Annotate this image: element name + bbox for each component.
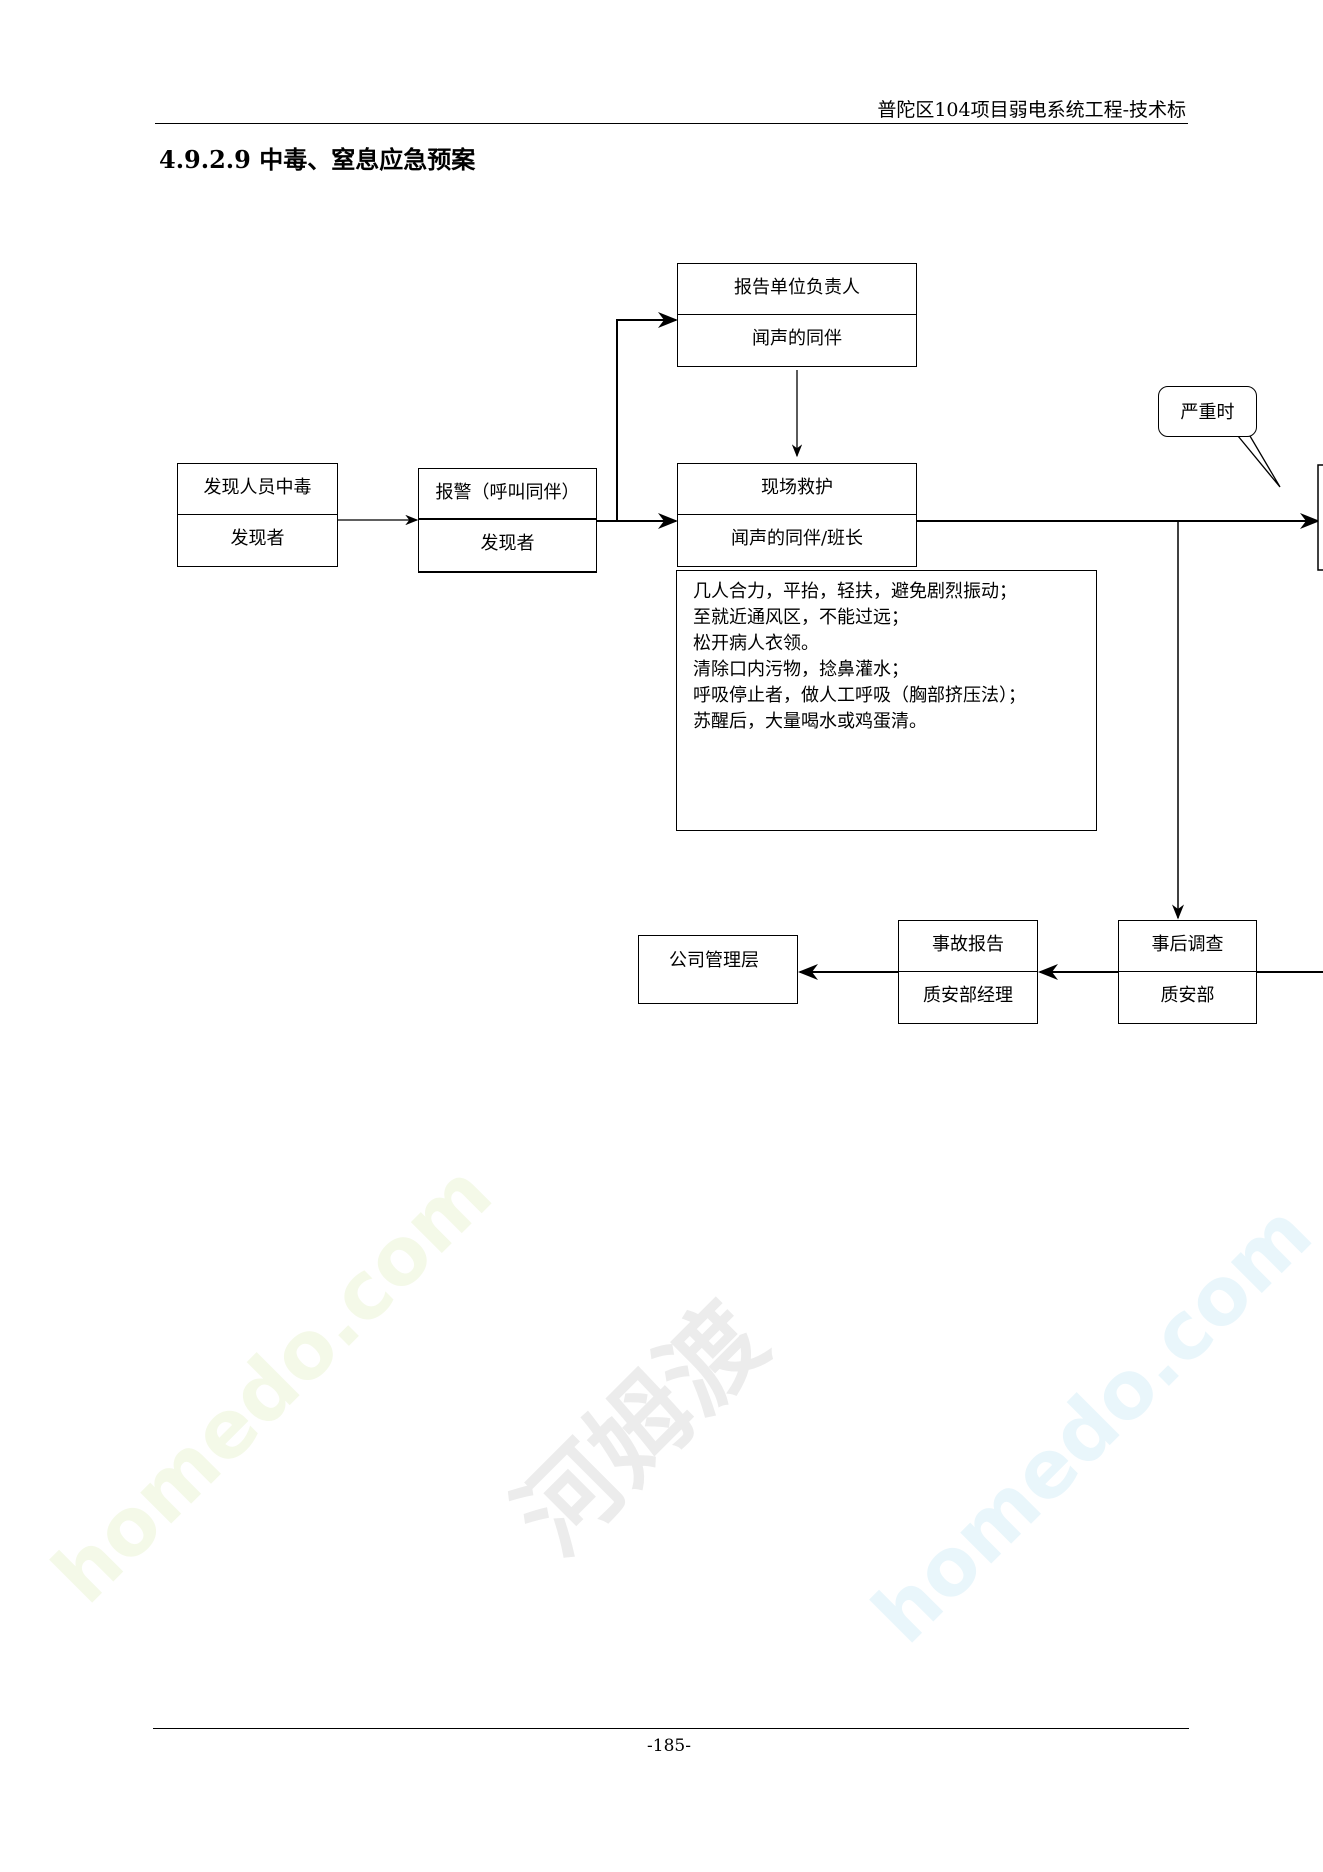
rescue-step: 呼吸停止者，做人工呼吸（胸部挤压法）； xyxy=(693,685,1026,706)
box-discover-role: 发现者 xyxy=(230,528,285,549)
section-title: 4.9.2.9 中毒、窒息应急预案 xyxy=(159,145,476,174)
offscreen-box-edge xyxy=(1317,464,1323,571)
box-investigation-title: 事后调查 xyxy=(1119,921,1256,972)
box-accident-report-title: 事故报告 xyxy=(899,921,1037,972)
box-rescue: 现场救护 闻声的同伴/班长 xyxy=(677,463,917,567)
footer-rule xyxy=(153,1728,1189,1729)
box-report-unit-title: 报告单位负责人 xyxy=(678,264,916,315)
header-rule xyxy=(155,123,1188,124)
arrow-alarm-to-report-unit xyxy=(616,312,678,521)
rescue-step: 松开病人衣领。 xyxy=(693,633,819,654)
box-report-unit-role: 闻声的同伴 xyxy=(752,328,842,349)
box-alarm: 报警（呼叫同伴） 发现者 xyxy=(418,468,597,573)
page-number: -185- xyxy=(647,1736,691,1756)
box-management: 公司管理层 xyxy=(638,935,798,1004)
box-investigation-role: 质安部 xyxy=(1160,985,1215,1006)
box-rescue-role: 闻声的同伴/班长 xyxy=(730,528,864,549)
box-investigation: 事后调查 质安部 xyxy=(1118,920,1257,1024)
rescue-step: 至就近通风区，不能过远； xyxy=(693,607,909,628)
box-rescue-title: 现场救护 xyxy=(678,464,916,515)
box-accident-report-role: 质安部经理 xyxy=(923,985,1013,1006)
box-alarm-role: 发现者 xyxy=(480,533,535,554)
rescue-steps-box: 几人合力，平抬，轻扶，避免剧烈振动； 至就近通风区，不能过远； 松开病人衣领。 … xyxy=(676,570,1097,831)
box-alarm-title: 报警（呼叫同伴） xyxy=(419,469,596,520)
severe-callout: 严重时 xyxy=(1158,386,1257,437)
callout-tail xyxy=(1236,435,1281,488)
box-discover: 发现人员中毒 发现者 xyxy=(177,463,338,567)
rescue-step: 几人合力，平抬，轻扶，避免剧烈振动； xyxy=(693,581,1017,602)
box-accident-report: 事故报告 质安部经理 xyxy=(898,920,1038,1024)
rescue-step: 苏醒后，大量喝水或鸡蛋清。 xyxy=(693,711,927,732)
rescue-step: 清除口内污物，捻鼻灌水； xyxy=(693,659,909,680)
box-discover-title: 发现人员中毒 xyxy=(178,464,337,515)
running-header: 普陀区104项目弱电系统工程-技术标 xyxy=(877,99,1186,121)
box-report-unit: 报告单位负责人 闻声的同伴 xyxy=(677,263,917,367)
